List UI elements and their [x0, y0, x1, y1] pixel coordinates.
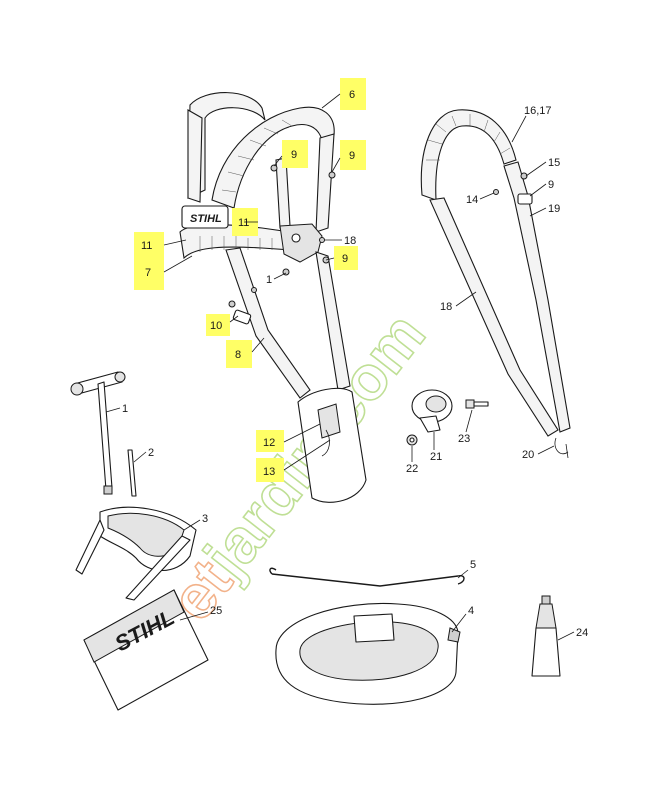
- callout-4: 4: [468, 605, 474, 617]
- shoulder-strap-pad: [420, 109, 517, 201]
- lower-strap: [225, 247, 311, 399]
- callout-23: 23: [458, 433, 470, 445]
- callout-7-box: [134, 258, 164, 290]
- callout-24: 24: [576, 627, 588, 639]
- callout-11a: 11: [238, 217, 249, 229]
- callout-9b-box: [340, 140, 366, 170]
- callout-10: 10: [210, 320, 222, 332]
- grease-tube: [531, 595, 561, 677]
- callout-16-17: 16,17: [524, 105, 552, 117]
- combination-wrench: [70, 371, 126, 495]
- callout-13-box: [256, 458, 284, 482]
- callout-11b: 11: [141, 240, 152, 252]
- callout-3: 3: [202, 513, 208, 525]
- callout-9a: 9: [291, 149, 297, 161]
- callout-9d: 9: [548, 179, 554, 191]
- shoulder-strap-assembly: [420, 109, 571, 459]
- pin: [127, 449, 137, 497]
- callout-18b: 18: [440, 301, 452, 313]
- screw: [465, 399, 489, 409]
- callout-9a-box: [282, 140, 308, 168]
- front-shoulder-pad: [211, 106, 335, 209]
- callout-13: 13: [263, 466, 275, 478]
- callout-9b: 9: [349, 150, 355, 162]
- callout-6: 6: [349, 89, 355, 101]
- callout-11b-box: [134, 232, 164, 258]
- wire-clip: [269, 567, 465, 587]
- hip-guard-plate: [297, 387, 367, 503]
- callout-2: 2: [148, 447, 154, 459]
- callout-22: 22: [406, 463, 418, 475]
- callout-15: 15: [548, 157, 560, 169]
- callout-20: 20: [522, 449, 534, 461]
- callout-21: 21: [430, 451, 442, 463]
- safety-glasses: [75, 506, 197, 601]
- callout-19: 19: [548, 203, 560, 215]
- harness-assembly: STIHL: [179, 92, 367, 503]
- callout-25: 25: [210, 605, 222, 617]
- buckle-plate: [279, 223, 323, 263]
- callout-14: 14: [466, 194, 478, 206]
- callout-12-box: [256, 430, 284, 452]
- callout-9c-box: [334, 246, 358, 270]
- callout-1b: 1: [122, 403, 128, 415]
- callout-8: 8: [235, 349, 241, 361]
- callout-18a: 18: [344, 235, 356, 247]
- guard-plate: [275, 602, 461, 705]
- callout-12: 12: [263, 437, 275, 449]
- callouts: 6 9 9 11 11 7 9 10 8 12 13 18: [105, 78, 588, 641]
- callout-5: 5: [470, 559, 476, 571]
- callout-1a: 1: [266, 274, 272, 286]
- harness-brand-badge: [181, 205, 229, 229]
- callout-6-box: [340, 78, 366, 110]
- callout-10-box: [206, 314, 230, 336]
- callout-9c: 9: [342, 253, 348, 265]
- callout-8-box: [226, 340, 252, 368]
- nut: [406, 434, 418, 446]
- carrying-ring: [411, 389, 453, 433]
- harness-brand-logo: STIHL: [190, 213, 222, 225]
- callout-7: 7: [145, 267, 151, 279]
